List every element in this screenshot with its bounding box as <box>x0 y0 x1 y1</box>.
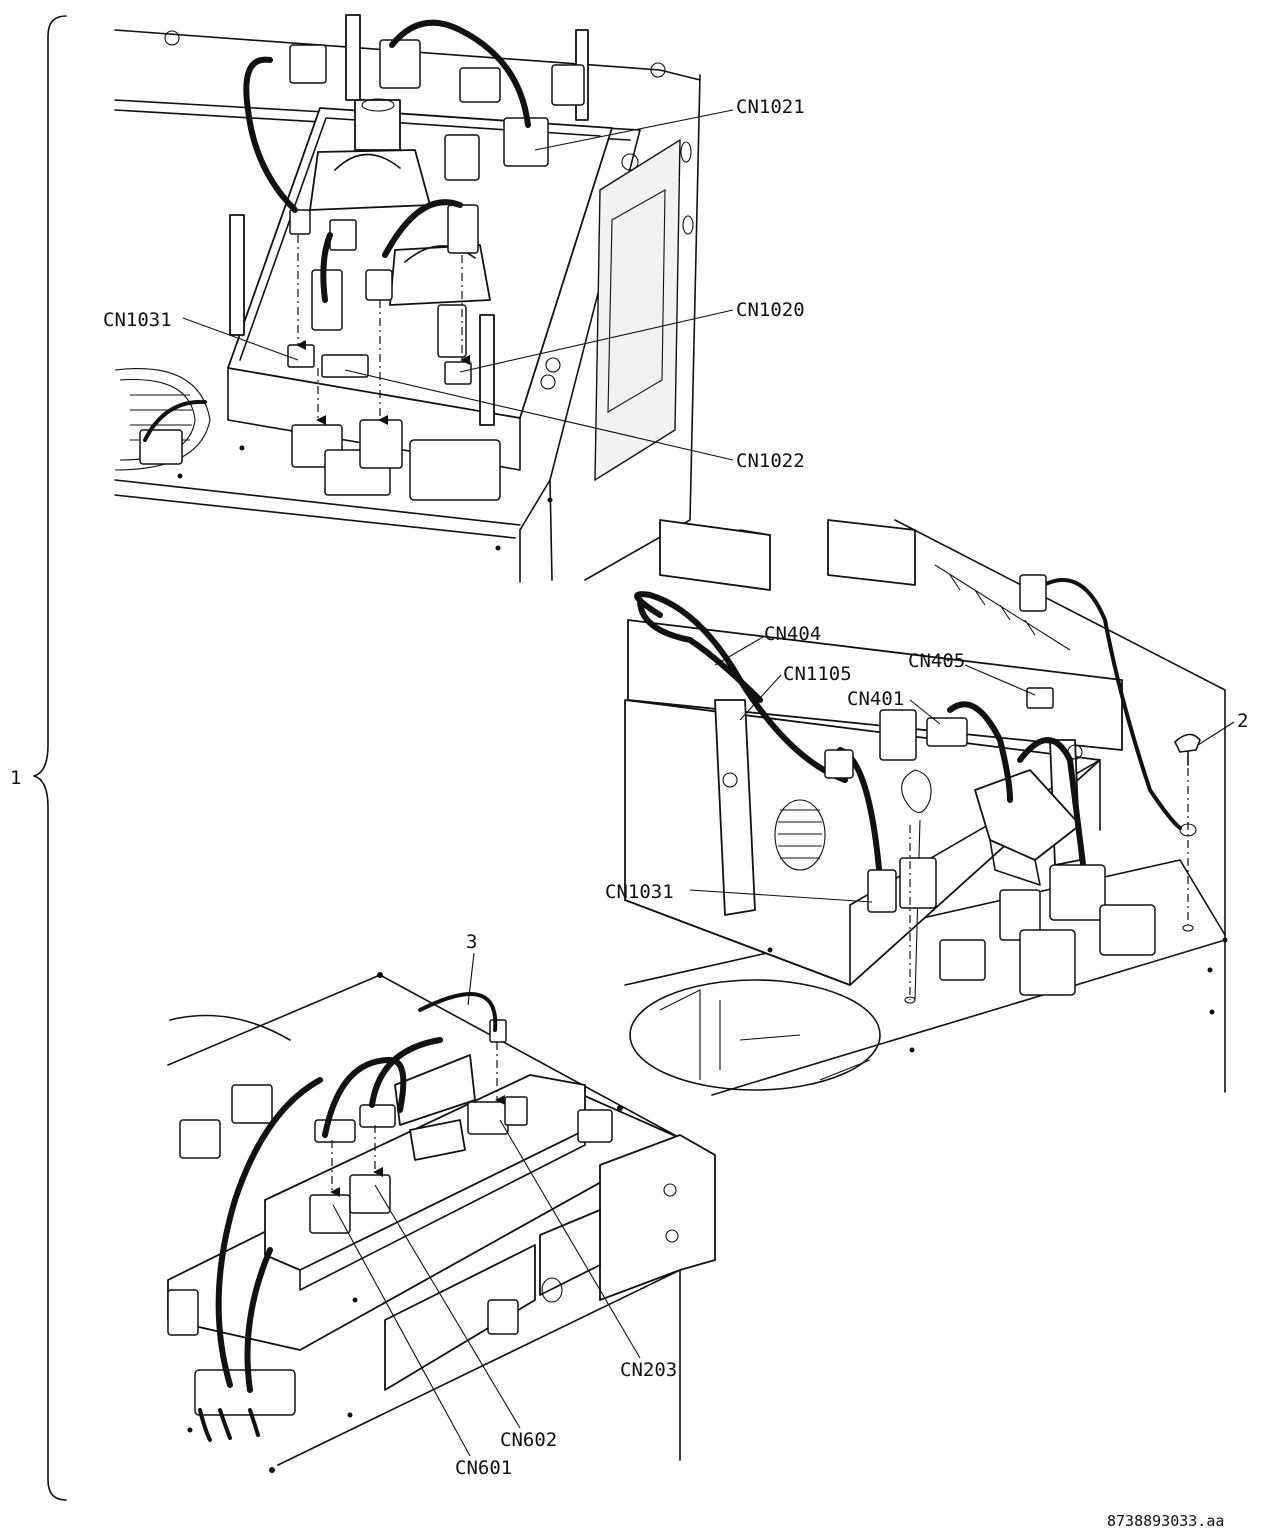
label-cn203: CN203 <box>620 1359 677 1381</box>
assembly-brace <box>33 15 67 1501</box>
label-cn404: CN404 <box>764 623 821 645</box>
label-cn401: CN401 <box>847 688 904 710</box>
connector-cn1022 <box>321 354 369 378</box>
label-cn1022: CN1022 <box>736 450 805 472</box>
label-cn602: CN602 <box>500 1429 557 1451</box>
label-item-3: 3 <box>466 931 477 953</box>
connector-cn602 <box>349 1174 391 1214</box>
drawing-code: 8738893033.aa <box>1107 1512 1224 1530</box>
connector-cn1020 <box>444 361 472 385</box>
screw-icon <box>1174 733 1201 753</box>
top-view-assembly <box>114 14 701 583</box>
label-cn1031-top: CN1031 <box>103 309 172 331</box>
label-item-2: 2 <box>1237 710 1248 732</box>
connector-cn1031-right <box>867 869 897 913</box>
connector-cn401 <box>926 717 968 747</box>
label-item-1: 1 <box>10 767 21 789</box>
label-cn1020: CN1020 <box>736 299 805 321</box>
label-cn1031-right: CN1031 <box>605 881 674 903</box>
label-cn601: CN601 <box>455 1457 512 1479</box>
bottom-view-assembly <box>167 972 716 1473</box>
connector-cn601 <box>309 1194 351 1234</box>
connector-cn405 <box>1026 687 1054 709</box>
connector-cn203 <box>467 1101 509 1135</box>
right-view-assembly <box>624 519 1228 1096</box>
label-cn1021: CN1021 <box>736 96 805 118</box>
label-cn405: CN405 <box>908 650 965 672</box>
label-cn1105: CN1105 <box>783 663 852 685</box>
connector-cn1031-top <box>287 344 315 368</box>
